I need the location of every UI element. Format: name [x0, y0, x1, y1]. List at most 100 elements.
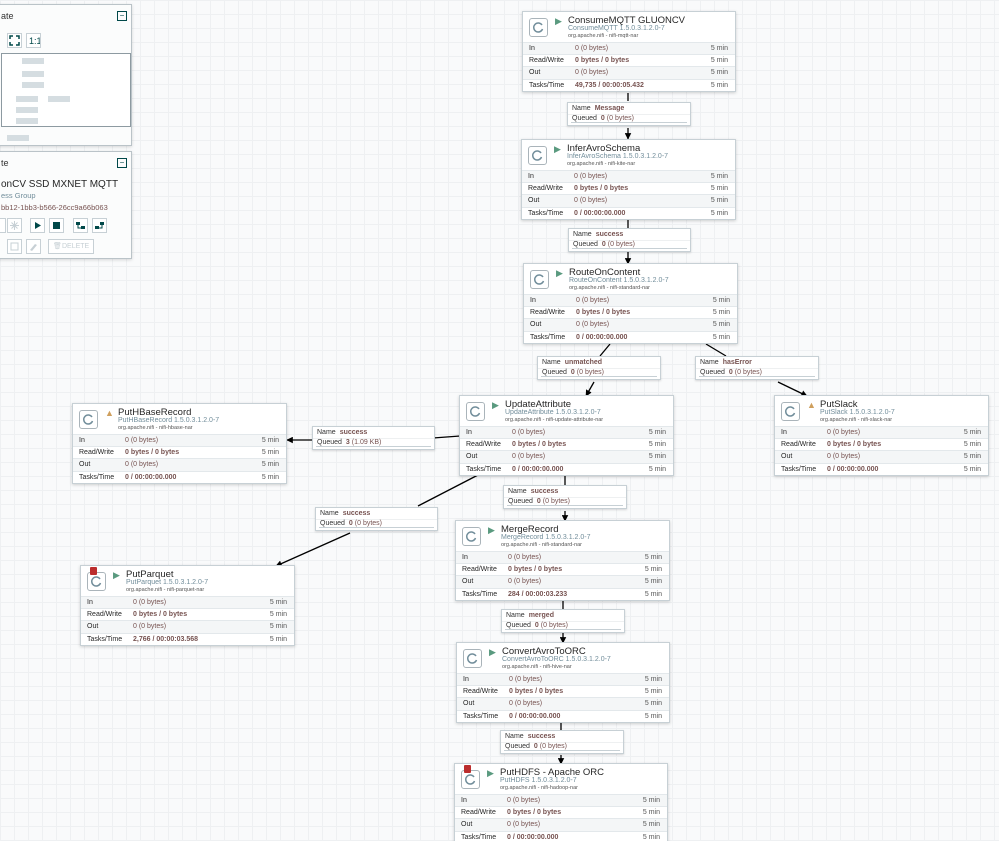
- stat-out-value: 0 (0 bytes): [509, 700, 543, 708]
- stat-window: 5 min: [712, 321, 730, 329]
- bulletin-icon[interactable]: [90, 567, 97, 575]
- stat-rw-value: 0 bytes / 0 bytes: [125, 449, 180, 457]
- stat-rw-value: 0 bytes / 0 bytes: [509, 688, 564, 696]
- processor-puthbaserecord[interactable]: ▲ PutHBaseRecord PutHBaseRecord 1.5.0.3.…: [72, 403, 287, 484]
- configure-button[interactable]: [0, 218, 6, 233]
- processor-putparquet[interactable]: ▶ PutParquet PutParquet 1.5.0.3.1.2.0-7 …: [80, 565, 295, 646]
- collapse-icon[interactable]: −: [117, 11, 127, 21]
- processor-type: InferAvroSchema 1.5.0.3.1.2.0-7: [567, 153, 669, 160]
- conn-queued-label: Queued: [505, 743, 530, 750]
- conn-queued-label: Queued: [542, 369, 567, 376]
- stat-out-value: 0 (0 bytes): [576, 321, 610, 329]
- conn-name: success: [527, 733, 556, 740]
- processor-name: ConsumeMQTT GLUONCV: [568, 15, 686, 26]
- conn-name: success: [595, 231, 624, 238]
- processor-icon: [87, 572, 106, 591]
- processor-mergerecord[interactable]: ▶ MergeRecord MergeRecord 1.5.0.3.1.2.0-…: [455, 520, 670, 601]
- stat-rw-label: Read/Write: [87, 611, 122, 619]
- stat-window: 5 min: [261, 473, 279, 481]
- stat-in-label: In: [87, 599, 93, 606]
- stat-tasks-label: Tasks/Time: [463, 712, 499, 720]
- enable-icon[interactable]: [7, 218, 22, 233]
- conn-queued-size: (0 bytes): [576, 369, 605, 376]
- processor-convertavrotoorc[interactable]: ▶ ConvertAvroToORC ConvertAvroToORC 1.5.…: [456, 642, 670, 723]
- stat-tasks-value: 0 / 00:00:00.000: [509, 712, 561, 720]
- processor-routeoncontent[interactable]: ▶ RouteOnContent RouteOnContent 1.5.0.3.…: [523, 263, 738, 344]
- processor-name: PutHBaseRecord: [118, 407, 192, 418]
- stat-rw-label: Read/Write: [466, 441, 501, 449]
- conn-name-label: Name: [508, 488, 527, 495]
- stat-rw-label: Read/Write: [528, 185, 563, 193]
- processor-updateattribute[interactable]: ▶ UpdateAttribute UpdateAttribute 1.5.0.…: [459, 395, 674, 476]
- stat-out-label: Out: [528, 197, 540, 205]
- conn-name: success: [530, 488, 559, 495]
- birdseye-view[interactable]: [1, 53, 131, 127]
- stat-window: 5 min: [963, 453, 981, 461]
- stat-in-value: 0 (0 bytes): [509, 676, 543, 683]
- processor-icon: [781, 402, 800, 421]
- stat-window: 5 min: [642, 833, 660, 841]
- conn-queued-count: 0: [600, 115, 605, 122]
- running-state-icon: ▶: [113, 570, 120, 580]
- operate-panel-title: te: [1, 158, 9, 168]
- stat-rw-label: Read/Write: [530, 309, 565, 317]
- stat-window: 5 min: [712, 333, 730, 341]
- stat-in-label: In: [466, 429, 472, 436]
- collapse-icon[interactable]: −: [117, 158, 127, 168]
- stat-out-value: 0 (0 bytes): [508, 578, 542, 586]
- processor-type: PutHDFS 1.5.0.3.1.2.0-7: [500, 777, 577, 784]
- stat-window: 5 min: [269, 623, 287, 631]
- delete-button[interactable]: 🗑 DELETE: [48, 239, 94, 254]
- processor-inferavroschema[interactable]: ▶ InferAvroSchema InferAvroSchema 1.5.0.…: [521, 139, 736, 220]
- stop-button[interactable]: [49, 218, 64, 233]
- processor-name: PutParquet: [126, 569, 174, 580]
- processor-putslack[interactable]: ▲ PutSlack PutSlack 1.5.0.3.1.2.0-7 org.…: [774, 395, 989, 476]
- fit-screen-icon[interactable]: [7, 33, 22, 48]
- processor-name: PutHDFS - Apache ORC: [500, 767, 605, 778]
- processor-icon: [529, 18, 548, 37]
- running-state-icon: ▶: [556, 268, 563, 278]
- conn-name-label: Name: [573, 231, 592, 238]
- stat-rw-value: 0 bytes / 0 bytes: [574, 185, 629, 193]
- color-icon[interactable]: [7, 239, 22, 254]
- processor-bundle: org.apache.nifi - nifi-slack-nar: [820, 417, 893, 423]
- processor-bundle: org.apache.nifi - nifi-standard-nar: [501, 542, 583, 548]
- stat-rw-label: Read/Write: [79, 449, 114, 457]
- stat-window: 5 min: [648, 429, 666, 436]
- create-template-icon[interactable]: [73, 218, 88, 233]
- stat-window: 5 min: [644, 700, 662, 708]
- stat-window: 5 min: [712, 309, 730, 317]
- stat-window: 5 min: [963, 441, 981, 449]
- stat-in-value: 0 (0 bytes): [512, 429, 546, 436]
- stat-out-label: Out: [79, 461, 91, 469]
- paintbrush-icon[interactable]: [26, 239, 41, 254]
- processor-consumemqtt[interactable]: ▶ ConsumeMQTT GLUONCV ConsumeMQTT 1.5.0.…: [522, 11, 736, 92]
- processor-bundle: org.apache.nifi - nifi-update-attribute-…: [505, 417, 604, 423]
- actual-size-icon[interactable]: 1:1: [26, 33, 42, 48]
- stat-out-label: Out: [466, 453, 478, 461]
- upload-template-icon[interactable]: [92, 218, 107, 233]
- running-state-icon: ▶: [492, 400, 499, 410]
- processor-name: InferAvroSchema: [567, 143, 641, 154]
- stat-window: 5 min: [644, 590, 662, 598]
- processor-type: PutParquet 1.5.0.3.1.2.0-7: [126, 579, 209, 586]
- stat-tasks-label: Tasks/Time: [530, 333, 566, 341]
- processor-puthdfs[interactable]: ▶ PutHDFS - Apache ORC PutHDFS 1.5.0.3.1…: [454, 763, 668, 841]
- stat-rw-value: 0 bytes / 0 bytes: [133, 611, 188, 619]
- stat-in-value: 0 (0 bytes): [507, 797, 541, 804]
- stat-in-label: In: [781, 429, 787, 436]
- stat-out-label: Out: [87, 623, 99, 631]
- stat-window: 5 min: [710, 197, 728, 205]
- bulletin-icon[interactable]: [464, 765, 471, 773]
- start-button[interactable]: [30, 218, 45, 233]
